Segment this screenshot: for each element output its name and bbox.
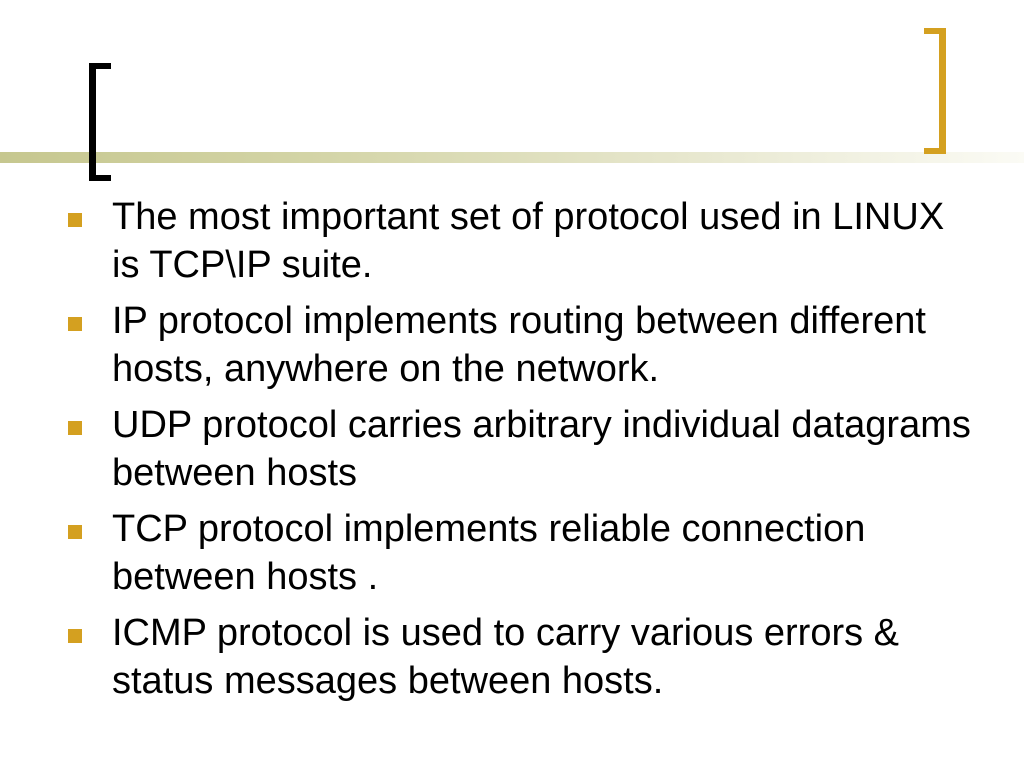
square-bullet-icon: [68, 213, 82, 227]
square-bullet-icon: [68, 525, 82, 539]
square-bullet-icon: [68, 421, 82, 435]
bullet-text: UDP protocol carries arbitrary individua…: [112, 404, 971, 494]
bullet-item: The most important set of protocol used …: [66, 193, 976, 289]
bullet-item: ICMP protocol is used to carry various e…: [66, 609, 976, 705]
right-bracket-decoration: [924, 28, 946, 154]
left-bracket-decoration: [89, 63, 111, 181]
title-divider-rule: [0, 152, 1024, 163]
bullet-text: IP protocol implements routing between d…: [112, 300, 926, 390]
bullet-text: The most important set of protocol used …: [112, 196, 945, 286]
bullet-item: IP protocol implements routing between d…: [66, 297, 976, 393]
bullet-item: UDP protocol carries arbitrary individua…: [66, 401, 976, 497]
square-bullet-icon: [68, 317, 82, 331]
square-bullet-icon: [68, 629, 82, 643]
bullet-text: ICMP protocol is used to carry various e…: [112, 612, 900, 702]
bullet-item: TCP protocol implements reliable connect…: [66, 505, 976, 601]
bullet-list: The most important set of protocol used …: [66, 193, 976, 713]
bullet-text: TCP protocol implements reliable connect…: [112, 508, 866, 598]
